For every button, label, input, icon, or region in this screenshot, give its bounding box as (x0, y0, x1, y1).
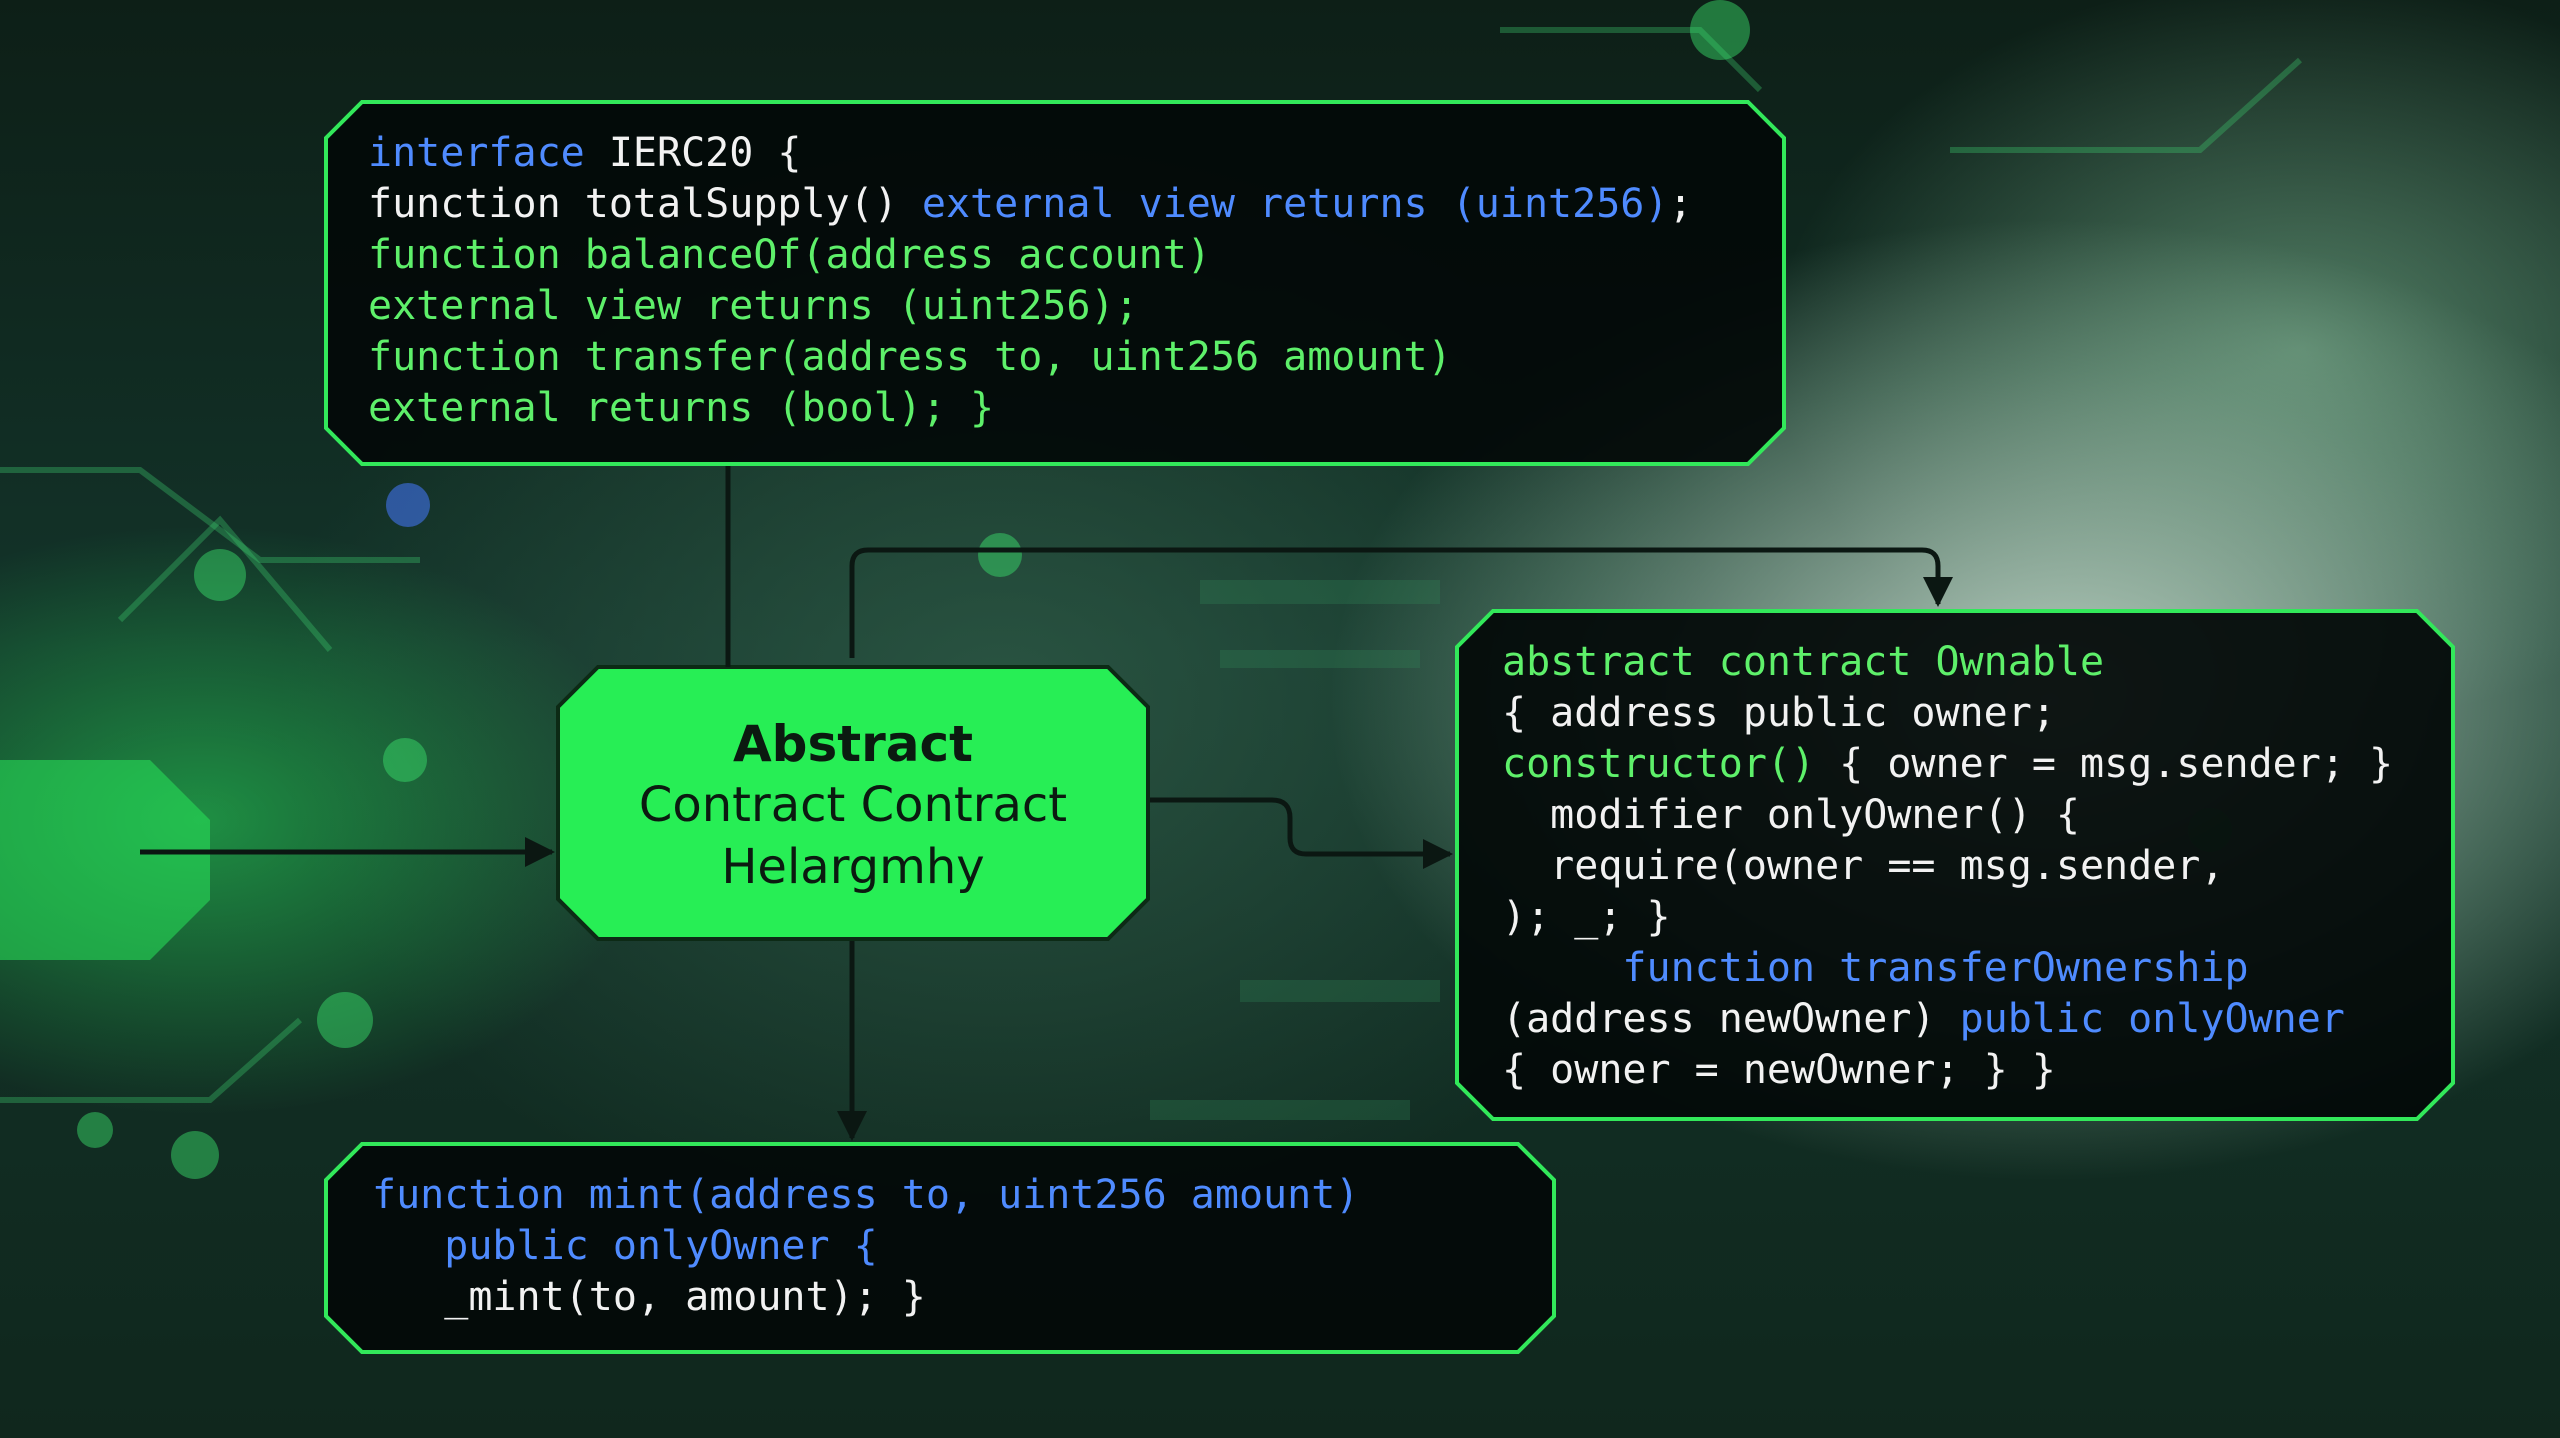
center-node-border (556, 665, 1150, 941)
mint-line-2: public onlyOwner { (372, 1223, 878, 1269)
ierc20-line-1-keyword: interface (368, 130, 585, 176)
center-node-line-3: Helargmhy (721, 839, 985, 895)
ownable-line-3-keyword: constructor() (1502, 741, 1816, 787)
mint-line-3: _mint(to, amount); } (372, 1274, 926, 1320)
ierc20-line-2-start: function totalSupply() (368, 181, 922, 227)
ownable-line-3-rest: { owner = msg.sender; } (1815, 741, 2394, 787)
ierc20-line-6: external returns (bool); } (368, 385, 995, 431)
ierc20-box-border (324, 100, 1786, 466)
mint-box-border (324, 1142, 1556, 1354)
ownable-box-border (1455, 609, 2455, 1121)
ownable-code: abstract contract Ownable { address publ… (1502, 637, 2393, 1096)
ierc20-interface-box: interface IERC20 { function totalSupply(… (326, 102, 1784, 464)
ownable-contract-box: abstract contract Ownable { address publ… (1457, 611, 2453, 1119)
ierc20-line-2-end: ; (1668, 181, 1693, 227)
ierc20-line-5: function transfer(address to, uint256 am… (368, 334, 1452, 380)
mint-code: function mint(address to, uint256 amount… (372, 1170, 1359, 1323)
ownable-line-1: abstract contract Ownable (1502, 639, 2105, 685)
mint-line-1: function mint(address to, uint256 amount… (372, 1172, 1360, 1218)
ownable-line-6: ); _; } (1502, 894, 1671, 940)
ownable-line-4: modifier onlyOwner() { (1502, 792, 2080, 838)
ierc20-line-2-modifiers: external view returns (uint256) (921, 181, 1669, 227)
center-node-line-2: Contract Contract (638, 777, 1068, 833)
ownable-line-8-modifiers: public onlyOwner (1959, 996, 2345, 1042)
ownable-line-7: function transferOwnership (1502, 945, 2249, 991)
ownable-line-8-start: (address newOwner) (1502, 996, 1960, 1042)
arrow-loop-to-ownable (849, 547, 1953, 658)
mint-function-box: function mint(address to, uint256 amount… (326, 1144, 1554, 1352)
ownable-line-5: require(owner == msg.sender, (1502, 843, 2225, 889)
arrow-node-to-ownable (1150, 797, 1453, 869)
ownable-line-2: { address public owner; (1502, 690, 2056, 736)
ierc20-line-3: function balanceOf(address account) (368, 232, 1211, 278)
ierc20-line-1-rest: IERC20 { (584, 130, 802, 176)
ierc20-line-4: external view returns (uint256); (368, 283, 1139, 329)
abstract-contract-node: Abstract Contract Contract Helargmhy (558, 667, 1148, 939)
ierc20-code: interface IERC20 { function totalSupply(… (368, 128, 1693, 434)
center-node-line-1: Abstract (732, 715, 974, 773)
ownable-line-9: { owner = newOwner; } } (1502, 1047, 2056, 1093)
